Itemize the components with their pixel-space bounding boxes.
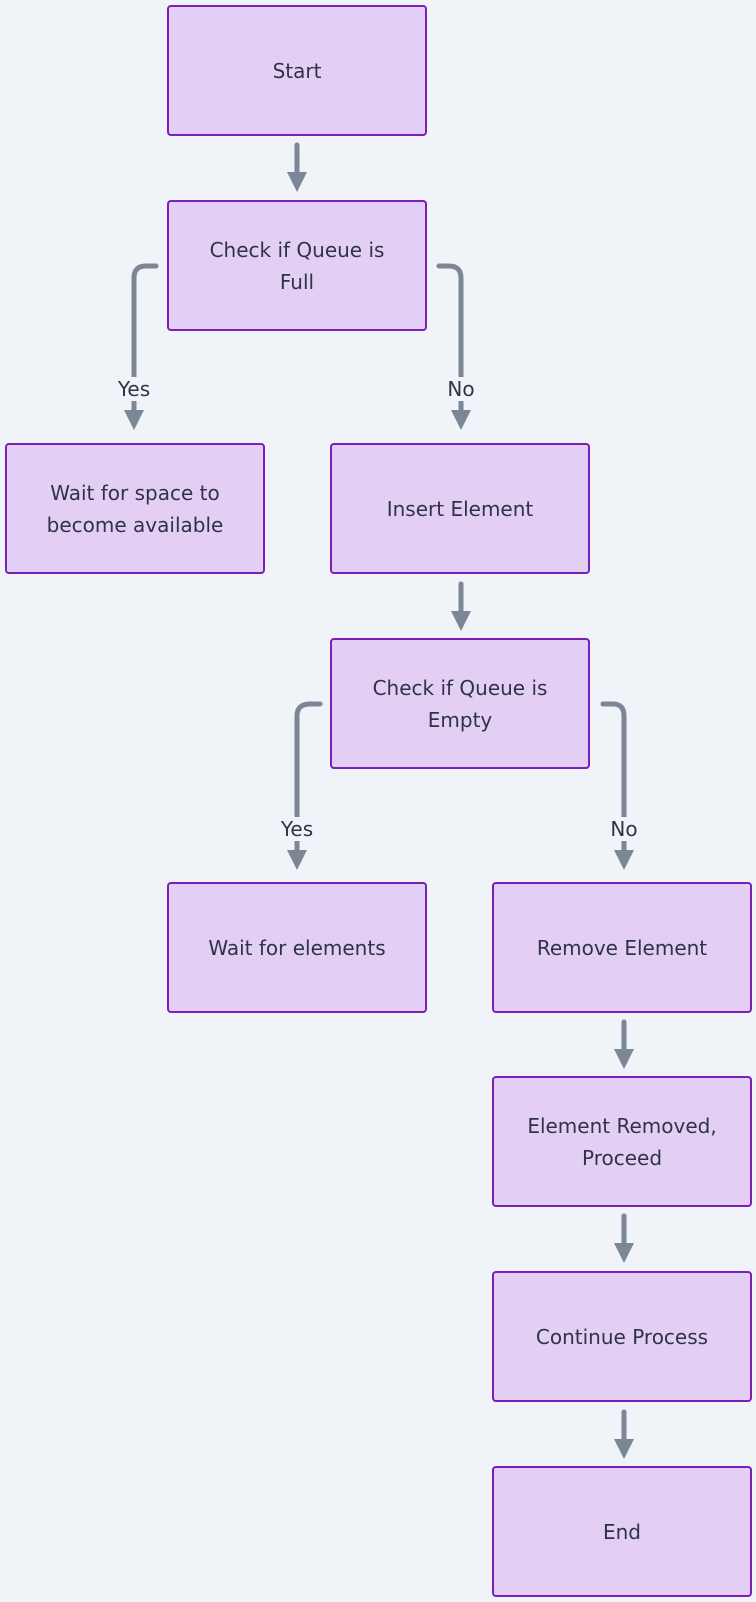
- edge-label-full-yes: Yes: [104, 377, 164, 401]
- node-start-label: Start: [272, 58, 322, 83]
- node-insert-element-label: Insert Element: [386, 496, 534, 521]
- edge-label-empty-no: No: [594, 817, 654, 841]
- edge-check-full-yes: [124, 263, 159, 430]
- node-check-queue-empty: Check if Queue is Empty: [330, 638, 590, 769]
- node-wait-for-elements-label: Wait for elements: [208, 935, 386, 960]
- node-wait-for-elements: Wait for elements: [167, 882, 427, 1013]
- edge-check-full-no: [436, 263, 471, 430]
- node-end: End: [492, 1466, 752, 1597]
- node-start: Start: [167, 5, 427, 136]
- node-element-removed: Element Removed, Proceed: [492, 1076, 752, 1207]
- node-check-queue-full-label: Check if Queue is Full: [209, 237, 385, 294]
- node-continue-process-label: Continue Process: [535, 1324, 709, 1349]
- node-check-queue-full: Check if Queue is Full: [167, 200, 427, 331]
- node-insert-element: Insert Element: [330, 443, 590, 574]
- edge-label-full-no: No: [431, 377, 491, 401]
- node-check-queue-empty-label: Check if Queue is Empty: [372, 675, 548, 732]
- node-remove-element: Remove Element: [492, 882, 752, 1013]
- node-remove-element-label: Remove Element: [536, 935, 708, 960]
- edge-label-empty-yes: Yes: [267, 817, 327, 841]
- node-end-label: End: [602, 1519, 641, 1544]
- node-wait-for-space-label: Wait for space to become available: [46, 480, 224, 537]
- edge-check-empty-no: [600, 701, 634, 870]
- node-element-removed-label: Element Removed, Proceed: [527, 1113, 717, 1170]
- edge-check-empty-yes: [287, 701, 323, 870]
- node-wait-for-space: Wait for space to become available: [5, 443, 265, 574]
- node-continue-process: Continue Process: [492, 1271, 752, 1402]
